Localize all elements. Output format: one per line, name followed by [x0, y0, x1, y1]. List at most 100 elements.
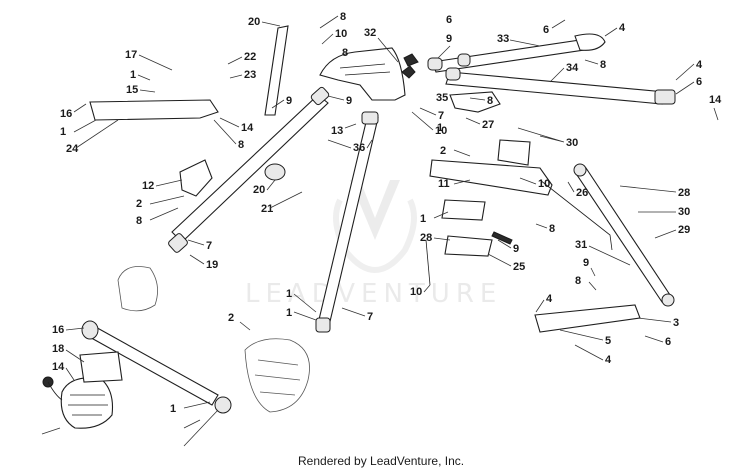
- callout: 1: [286, 288, 317, 313]
- support-tube-left: [168, 86, 330, 253]
- svg-text:11: 11: [438, 178, 450, 190]
- callout: 4: [675, 59, 703, 81]
- callout: 6: [543, 19, 566, 36]
- svg-text:22: 22: [244, 51, 256, 63]
- callout: 27: [465, 117, 494, 131]
- callout: 28: [420, 232, 451, 244]
- callout: 30: [517, 127, 578, 149]
- callout: 11: [438, 178, 471, 190]
- front-cross-tube: [81, 320, 232, 414]
- callout: 2: [136, 195, 185, 210]
- callout: 8: [213, 119, 244, 151]
- callout: 4: [604, 22, 626, 37]
- callout: 34: [549, 62, 579, 83]
- callout: 15: [126, 84, 156, 96]
- svg-text:16: 16: [60, 108, 72, 120]
- svg-text:30: 30: [678, 206, 690, 218]
- svg-text:14: 14: [241, 122, 254, 134]
- link-arm-upper-left: [89, 99, 219, 121]
- callout: 14: [709, 94, 722, 121]
- callout: 24: [66, 119, 119, 155]
- callout: 6: [644, 335, 671, 348]
- callout: 1: [170, 401, 211, 415]
- callout: 10: [519, 177, 550, 190]
- callout: 1: [130, 69, 151, 81]
- callout: 9: [327, 95, 352, 107]
- callout: 35: [436, 92, 448, 104]
- callout: 14: [219, 117, 254, 134]
- svg-text:6: 6: [543, 24, 549, 36]
- svg-text:9: 9: [513, 243, 519, 255]
- svg-text:9: 9: [286, 95, 292, 107]
- svg-text:9: 9: [346, 95, 352, 107]
- svg-text:1: 1: [420, 213, 426, 225]
- callout: 4: [574, 344, 612, 366]
- svg-text:14: 14: [709, 94, 722, 106]
- svg-text:7: 7: [367, 311, 373, 323]
- svg-text:16: 16: [52, 324, 64, 336]
- svg-text:8: 8: [600, 59, 606, 71]
- callout: 8: [575, 275, 597, 291]
- callout: 18: [52, 343, 85, 363]
- svg-text:8: 8: [340, 11, 346, 23]
- upper-a-arm-tubes: [427, 33, 676, 105]
- svg-text:1: 1: [170, 403, 176, 415]
- svg-text:10: 10: [538, 178, 550, 190]
- callout: 8: [136, 207, 179, 227]
- callout: 10: [411, 111, 447, 137]
- svg-text:36: 36: [353, 142, 365, 154]
- svg-text:10: 10: [435, 125, 447, 137]
- svg-text:12: 12: [142, 180, 154, 192]
- svg-text:5: 5: [605, 335, 611, 347]
- callout-labels: 20 8 10 32 6 9 33 6 4 17 1 15 22 23 8 34…: [41, 11, 722, 447]
- callout: 30: [638, 206, 690, 218]
- pivot-bracket: [319, 47, 419, 101]
- svg-text:9: 9: [583, 257, 589, 269]
- svg-text:13: 13: [331, 125, 343, 137]
- watermark-text: LEADVENTURE: [245, 279, 502, 309]
- svg-text:10: 10: [410, 286, 422, 298]
- callout: 6: [675, 76, 702, 95]
- svg-text:6: 6: [665, 336, 671, 348]
- callout: 16: [52, 324, 85, 336]
- callout: 16: [60, 103, 87, 120]
- callout: 31: [575, 239, 631, 266]
- callout: 8: [584, 59, 606, 71]
- engine-sketch: [117, 266, 310, 413]
- svg-text:2: 2: [136, 198, 142, 210]
- watermark: LEADVENTURE: [245, 180, 502, 309]
- svg-text:31: 31: [575, 239, 587, 251]
- callout: 17: [125, 49, 173, 71]
- svg-text:33: 33: [497, 33, 509, 45]
- cross-member: [425, 139, 613, 286]
- callout: 22: [227, 51, 256, 65]
- svg-text:24: 24: [66, 143, 79, 155]
- callout: 9: [583, 257, 596, 277]
- callout: 20: [253, 179, 276, 196]
- callout: [183, 409, 219, 447]
- strut-21-right: [573, 163, 675, 307]
- callout: 25: [487, 253, 525, 273]
- svg-text:6: 6: [696, 76, 702, 88]
- svg-text:8: 8: [238, 139, 244, 151]
- callout: 9: [497, 239, 519, 255]
- callout: 8: [342, 47, 348, 59]
- support-tube-right: [315, 111, 379, 333]
- svg-text:7: 7: [438, 110, 444, 122]
- callout: 8: [319, 11, 346, 29]
- callout: 13: [331, 123, 357, 137]
- callout: 20: [248, 16, 281, 28]
- callout: 36: [327, 139, 373, 154]
- svg-text:30: 30: [566, 137, 578, 149]
- callout: 21: [261, 191, 303, 215]
- callout: 7: [419, 107, 444, 122]
- svg-text:17: 17: [125, 49, 137, 61]
- svg-text:8: 8: [487, 95, 493, 107]
- watermark-logo: [350, 180, 400, 240]
- callout: 6: [446, 14, 452, 26]
- motor-assembly: [42, 351, 123, 429]
- callout: 29: [654, 224, 690, 239]
- credit-text: Rendered by LeadVenture, Inc.: [298, 454, 464, 468]
- svg-text:1: 1: [437, 122, 443, 134]
